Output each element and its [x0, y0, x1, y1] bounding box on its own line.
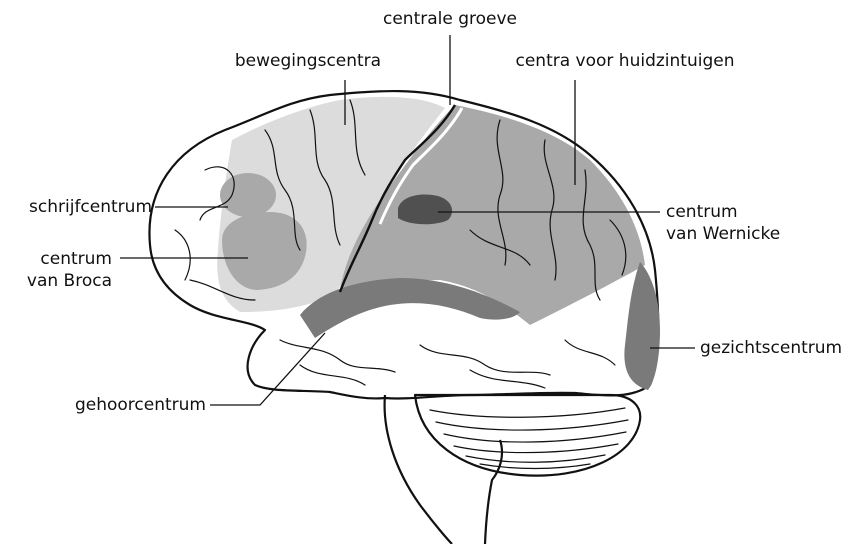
visual-cortex-area [624, 262, 660, 390]
label-gehoorcentrum: gehoorcentrum [0, 394, 206, 416]
label-centrale-groeve-text: centrale groeve [380, 8, 520, 30]
label-gezichtscentrum: gezichtscentrum [700, 337, 842, 359]
schrijfcentrum-area [220, 173, 276, 217]
label-broca-line1: centrum [0, 248, 112, 270]
label-huidzintuigen: centra voor huidzintuigen [490, 50, 760, 72]
label-wernicke-line1: centrum [666, 201, 780, 223]
label-broca: centrum van Broca [0, 248, 112, 292]
label-bewegingscentra: bewegingscentra [218, 50, 398, 72]
label-gehoorcentrum-text: gehoorcentrum [0, 394, 206, 416]
label-wernicke: centrum van Wernicke [666, 201, 780, 245]
wernicke-area [398, 195, 452, 225]
label-schrijfcentrum-text: schrijfcentrum [0, 196, 152, 218]
label-centrale-groeve: centrale groeve [380, 8, 520, 30]
label-huidzintuigen-text: centra voor huidzintuigen [490, 50, 760, 72]
label-broca-line2: van Broca [0, 270, 112, 292]
label-gezichtscentrum-text: gezichtscentrum [700, 337, 842, 359]
label-wernicke-line2: van Wernicke [666, 223, 780, 245]
label-schrijfcentrum: schrijfcentrum [0, 196, 152, 218]
label-bewegingscentra-text: bewegingscentra [218, 50, 398, 72]
